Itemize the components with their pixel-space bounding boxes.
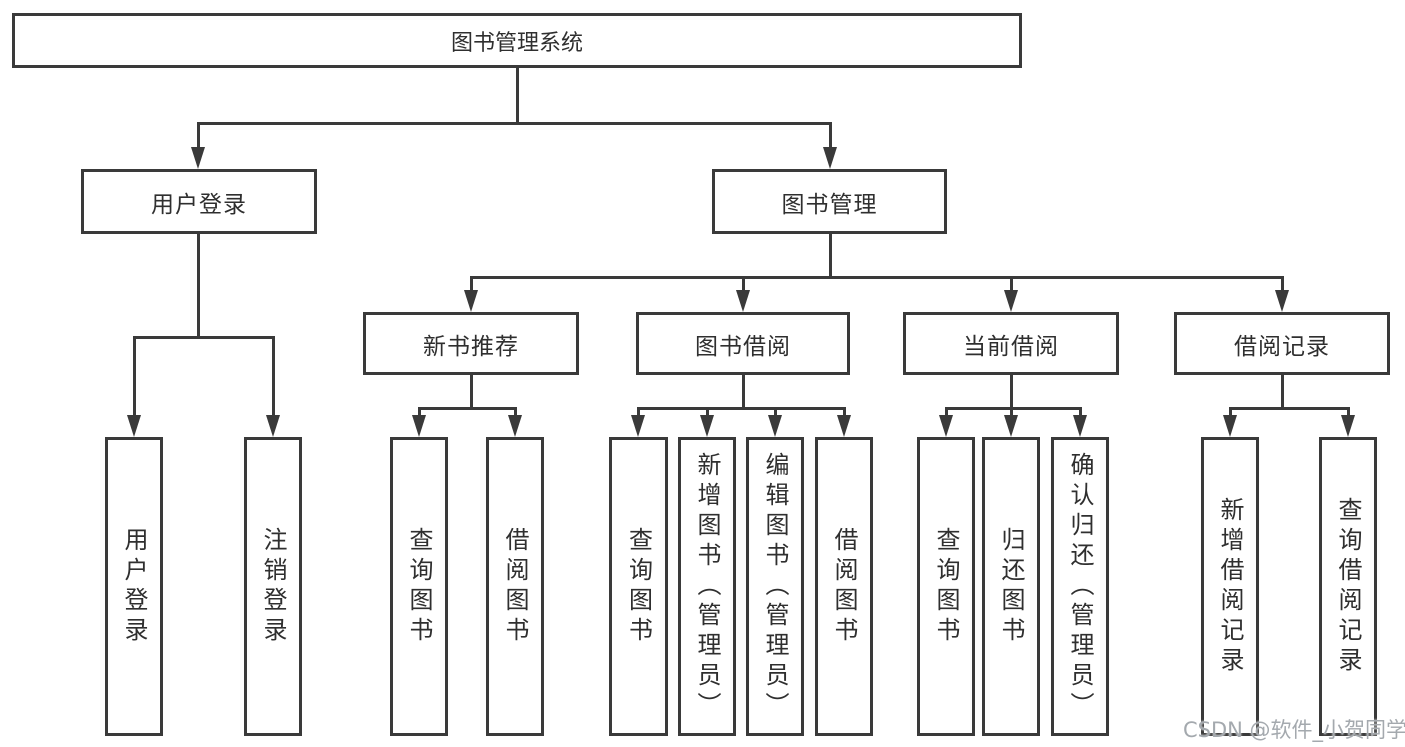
leaf-logout: 注销登录 bbox=[244, 437, 302, 736]
arrow-g4-1 bbox=[939, 415, 953, 437]
node-user-login: 用户登录 bbox=[81, 169, 317, 234]
connector-level3-branch bbox=[470, 276, 1283, 279]
connector-bookborrow-branch bbox=[637, 407, 846, 410]
arrow-newbook bbox=[464, 290, 478, 312]
connector-arm-g3-4 bbox=[843, 407, 846, 417]
connector-bookmgmt-stem bbox=[829, 234, 832, 276]
leaf-confirm-return-admin: 确认归还（管理员） bbox=[1051, 437, 1109, 736]
connector-arm-leaf-login bbox=[133, 336, 136, 417]
connector-arm-g4-3 bbox=[1079, 407, 1082, 417]
arrow-g3-1 bbox=[631, 415, 645, 437]
leaf-query-books-recommend: 查询图书 bbox=[390, 437, 448, 736]
leaf-query-borrow-record: 查询借阅记录 bbox=[1319, 437, 1377, 736]
connector-arm-g2-2 bbox=[514, 407, 517, 417]
leaf-add-book-admin: 新增图书（管理员） bbox=[678, 437, 736, 736]
node-new-book-recommend: 新书推荐 bbox=[363, 312, 579, 375]
node-book-borrow: 图书借阅 bbox=[636, 312, 850, 375]
connector-arm-g4-2 bbox=[1010, 407, 1013, 417]
connector-arm-g3-3 bbox=[774, 407, 777, 417]
node-root: 图书管理系统 bbox=[12, 13, 1022, 68]
connector-arm-currentborrow bbox=[1010, 276, 1013, 292]
arrow-user-login bbox=[191, 147, 205, 169]
connector-arm-book-mgmt bbox=[829, 122, 832, 149]
arrow-g4-3 bbox=[1073, 415, 1087, 437]
arrow-currentborrow bbox=[1004, 290, 1018, 312]
connector-arm-bookborrow bbox=[742, 276, 745, 292]
arrow-g3-4 bbox=[837, 415, 851, 437]
leaf-query-books-borrow: 查询图书 bbox=[609, 437, 668, 736]
connector-arm-leaf-logout bbox=[272, 336, 275, 417]
node-borrow-records: 借阅记录 bbox=[1174, 312, 1390, 375]
connector-arm-g5-1 bbox=[1229, 407, 1232, 417]
arrow-borrowrecords bbox=[1275, 290, 1289, 312]
arrow-g2-1 bbox=[412, 415, 426, 437]
arrow-g3-2 bbox=[700, 415, 714, 437]
leaf-borrow-books-borrow: 借阅图书 bbox=[815, 437, 873, 736]
arrow-bookborrow bbox=[736, 290, 750, 312]
connector-arm-g5-2 bbox=[1347, 407, 1350, 417]
arrow-g5-1 bbox=[1223, 415, 1237, 437]
arrow-g3-3 bbox=[768, 415, 782, 437]
leaf-borrow-books-recommend: 借阅图书 bbox=[486, 437, 544, 736]
leaf-user-login: 用户登录 bbox=[105, 437, 163, 736]
connector-userlogin-stem bbox=[197, 234, 200, 336]
arrow-g2-2 bbox=[508, 415, 522, 437]
connector-borrowrecords-branch bbox=[1229, 407, 1350, 410]
connector-bookborrow-stem bbox=[742, 375, 745, 407]
connector-arm-user-login bbox=[197, 122, 200, 149]
connector-arm-newbook bbox=[470, 276, 473, 292]
connector-borrowrecords-stem bbox=[1281, 375, 1284, 407]
node-book-management: 图书管理 bbox=[712, 169, 947, 234]
arrow-book-mgmt bbox=[823, 147, 837, 169]
leaf-add-borrow-record: 新增借阅记录 bbox=[1201, 437, 1259, 736]
connector-arm-g2-1 bbox=[418, 407, 421, 417]
connector-root-branch bbox=[197, 122, 832, 125]
leaf-edit-book-admin: 编辑图书（管理员） bbox=[746, 437, 804, 736]
connector-currentborrow-stem bbox=[1010, 375, 1013, 407]
connector-arm-g3-1 bbox=[637, 407, 640, 417]
connector-arm-g4-1 bbox=[945, 407, 948, 417]
connector-userlogin-branch bbox=[133, 336, 275, 339]
connector-arm-borrowrecords bbox=[1281, 276, 1284, 292]
connector-newbook-stem bbox=[470, 375, 473, 407]
connector-root-stem bbox=[516, 68, 519, 122]
connector-arm-g3-2 bbox=[706, 407, 709, 417]
arrow-g4-2 bbox=[1004, 415, 1018, 437]
node-current-borrow: 当前借阅 bbox=[903, 312, 1119, 375]
arrow-leaf-login bbox=[127, 415, 141, 437]
connector-currentborrow-branch bbox=[945, 407, 1082, 410]
arrow-leaf-logout bbox=[266, 415, 280, 437]
arrow-g5-2 bbox=[1341, 415, 1355, 437]
leaf-query-books-current: 查询图书 bbox=[917, 437, 975, 736]
connector-newbook-branch bbox=[418, 407, 517, 410]
csdn-watermark: CSDN @软件_小贺同学 bbox=[1183, 718, 1405, 742]
leaf-return-book: 归还图书 bbox=[982, 437, 1040, 736]
